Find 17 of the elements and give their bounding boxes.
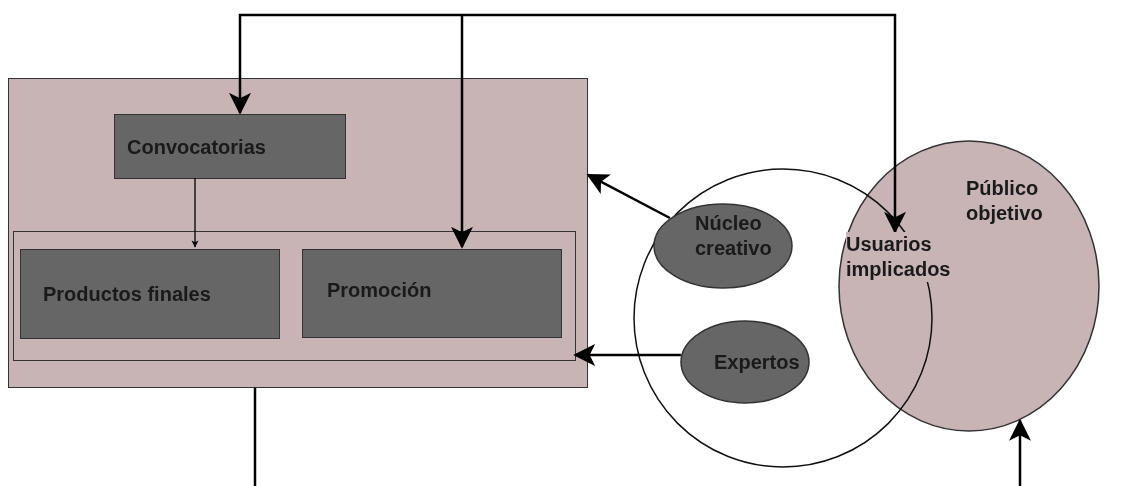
arrow (462, 13, 906, 234)
process-box: Productos finales (20, 249, 280, 339)
circle-node: Público objetivo Usuarios implicados (838, 140, 1100, 432)
process-box: Promoción (302, 249, 562, 338)
arrow (573, 344, 681, 366)
arrow (451, 15, 473, 249)
panel (8, 78, 588, 388)
overlap-label: Usuarios implicados (846, 232, 952, 284)
arrow (1009, 418, 1031, 486)
arrow (586, 173, 671, 220)
ellipse-node: Núcleo creativo (653, 203, 793, 289)
process-box: Convocatorias (114, 114, 346, 179)
connector-line (253, 388, 257, 486)
arrow (191, 177, 199, 248)
arrow (229, 13, 462, 115)
ellipse-node: Expertos (680, 320, 810, 404)
group-frame (13, 231, 576, 361)
